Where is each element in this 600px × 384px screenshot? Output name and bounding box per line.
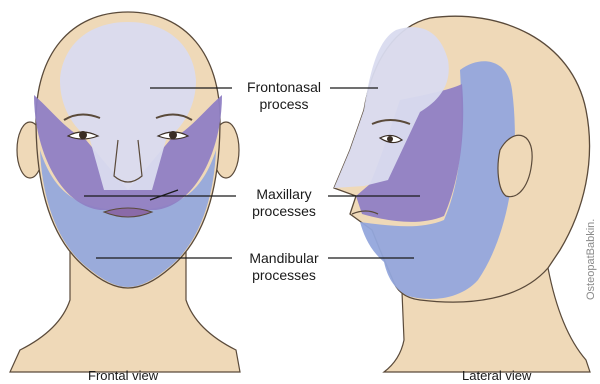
- frontonasal-label: Frontonasal process: [240, 79, 328, 113]
- maxillary-label-line1: Maxillary: [240, 186, 328, 203]
- frontal-head: [10, 12, 240, 372]
- maxillary-label: Maxillary processes: [240, 186, 328, 220]
- lateral-pupil: [387, 136, 393, 142]
- frontonasal-label-line2: process: [240, 96, 328, 113]
- frontal-left-pupil: [79, 131, 87, 139]
- mandibular-label: Mandibular processes: [238, 250, 330, 284]
- lateral-head: [328, 16, 590, 372]
- maxillary-label-line2: processes: [240, 203, 328, 220]
- mandibular-label-line1: Mandibular: [238, 250, 330, 267]
- watermark-text: OsteopatBabkin.: [585, 219, 597, 300]
- frontonasal-label-line1: Frontonasal: [240, 79, 328, 96]
- lateral-view-caption: Lateral view: [462, 368, 531, 383]
- mandibular-label-line2: processes: [238, 267, 330, 284]
- frontal-view-caption: Frontal view: [88, 368, 158, 383]
- frontal-right-pupil: [169, 131, 177, 139]
